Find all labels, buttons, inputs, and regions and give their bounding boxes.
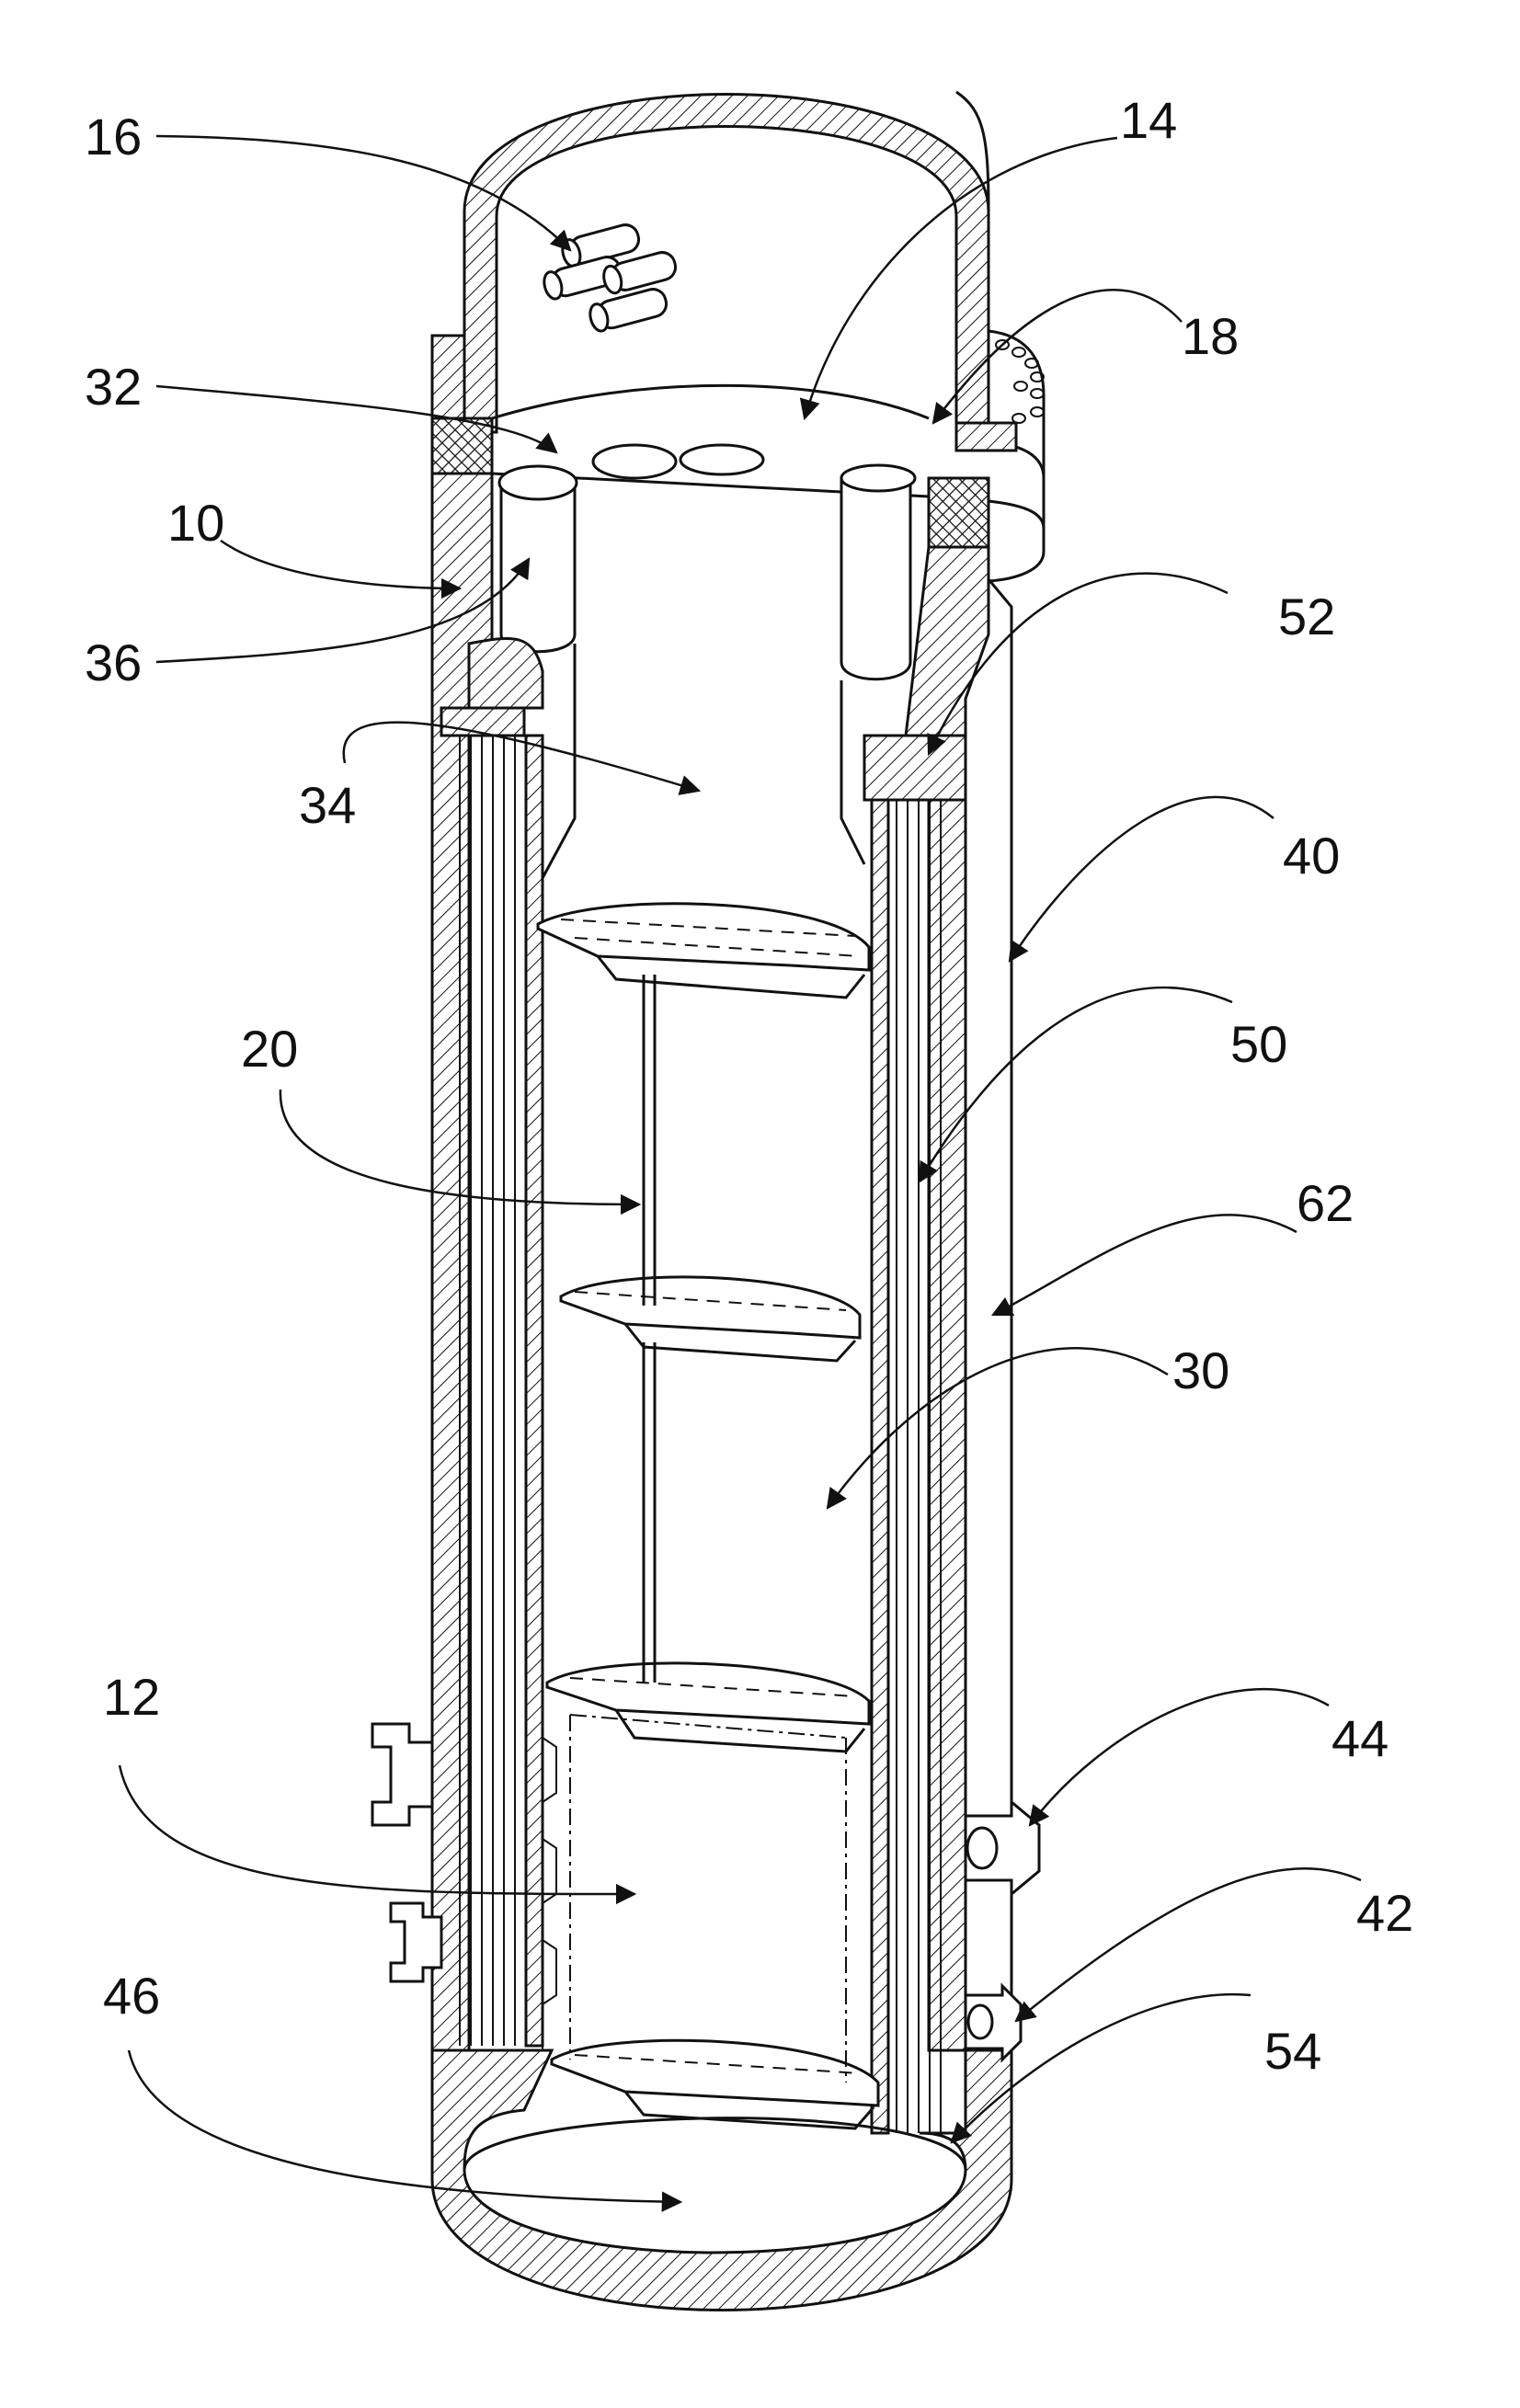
leader-62 <box>993 1215 1297 1315</box>
ref-label-42: 42 <box>1356 1884 1413 1942</box>
tray-1 <box>538 904 869 998</box>
ref-label-54: 54 <box>1264 2022 1321 2080</box>
tray-2 <box>561 1277 860 1361</box>
leader-40 <box>1010 797 1274 961</box>
ref-label-20: 20 <box>241 1020 298 1078</box>
bolt-holes <box>996 340 1044 423</box>
right-nozzles <box>966 1802 1039 2060</box>
ref-label-36: 36 <box>85 633 142 691</box>
ref-label-34: 34 <box>299 776 356 834</box>
ref-label-40: 40 <box>1283 827 1340 884</box>
tray-holes <box>561 919 860 2073</box>
ref-label-18: 18 <box>1182 307 1239 365</box>
ref-label-46: 46 <box>103 1967 160 2025</box>
ref-label-30: 30 <box>1172 1341 1229 1399</box>
catalyst-trays <box>538 904 878 2128</box>
ref-label-10: 10 <box>167 494 224 552</box>
ref-label-14: 14 <box>1120 91 1177 149</box>
catalyst-particles <box>542 222 679 333</box>
reaction-chamber <box>543 644 864 878</box>
tray-4 <box>552 2040 878 2128</box>
central-rod <box>644 975 655 1683</box>
ref-label-50: 50 <box>1230 1015 1287 1073</box>
catalyst-basket <box>543 1687 846 2083</box>
leader-44 <box>1030 1689 1329 1825</box>
ref-label-12: 12 <box>103 1668 160 1726</box>
ref-label-62: 62 <box>1297 1174 1354 1232</box>
tray-3 <box>547 1663 869 1752</box>
reference-numerals: 16 14 18 32 10 36 52 34 40 20 50 62 30 4… <box>85 91 1413 2080</box>
ref-label-44: 44 <box>1331 1709 1389 1767</box>
leader-10 <box>221 541 460 588</box>
ref-label-16: 16 <box>85 108 142 165</box>
ref-label-32: 32 <box>85 358 142 416</box>
top-dome <box>464 92 989 432</box>
inlet-tubes <box>499 445 915 679</box>
ref-label-52: 52 <box>1278 588 1335 645</box>
